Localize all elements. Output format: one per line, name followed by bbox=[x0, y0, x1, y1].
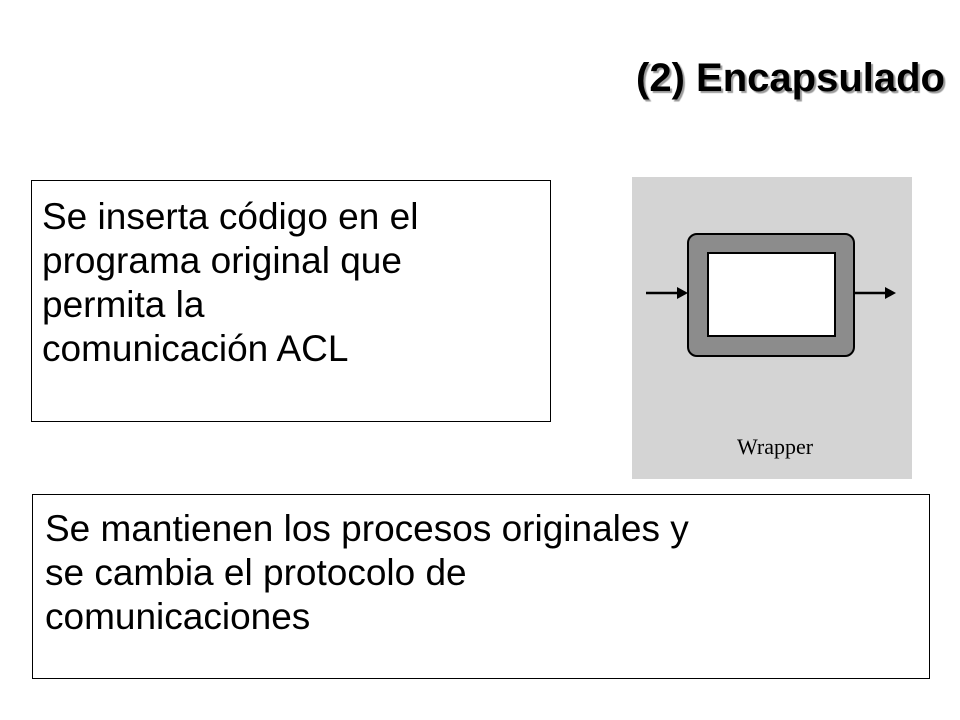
description-box-protocol-change: Se mantienen los procesos originales y s… bbox=[32, 494, 930, 679]
text-line: permita la bbox=[42, 284, 205, 325]
wrapper-diagram-svg: Wrapper bbox=[632, 177, 912, 479]
text-line: programa original que bbox=[42, 240, 402, 281]
text-line: Se mantienen los procesos originales y bbox=[45, 508, 689, 549]
text-line: se cambia el protocolo de bbox=[45, 552, 467, 593]
wrapper-diagram: Wrapper bbox=[632, 177, 912, 479]
input-arrowhead-icon bbox=[677, 287, 688, 299]
output-arrowhead-icon bbox=[885, 287, 896, 299]
wrapper-inner-shape bbox=[707, 252, 836, 337]
slide-title: (2) Encapsulado bbox=[636, 56, 945, 100]
wrapper-caption: Wrapper bbox=[737, 434, 814, 459]
text-line: Se inserta código en el bbox=[42, 196, 419, 237]
description-box-code-insertion: Se inserta código en el programa origina… bbox=[31, 180, 551, 422]
text-line: comunicación ACL bbox=[42, 328, 349, 369]
text-line: comunicaciones bbox=[45, 596, 311, 637]
